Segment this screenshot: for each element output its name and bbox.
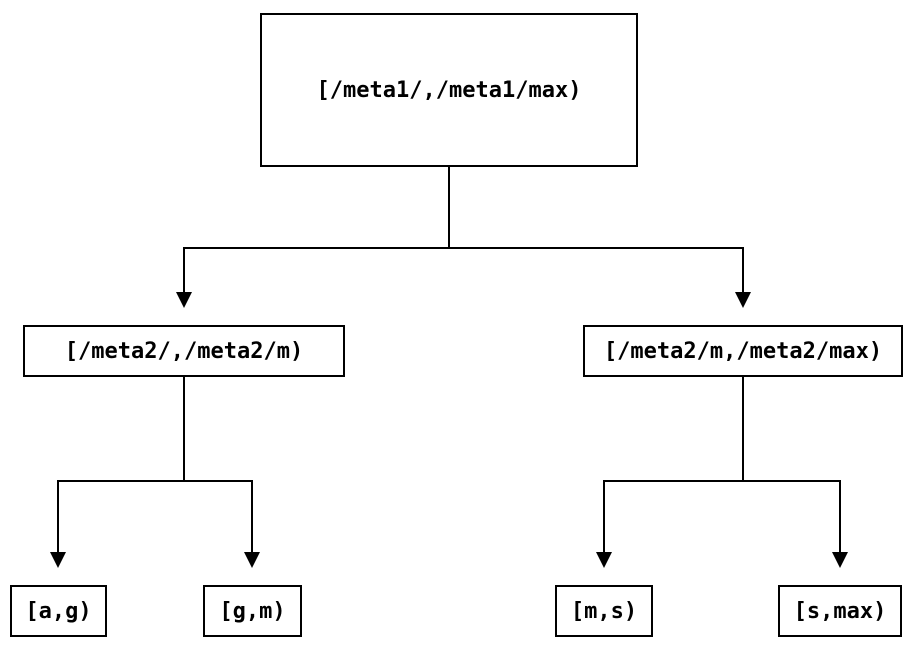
- arrowhead-icon: [596, 552, 612, 568]
- tree-node-right: [/meta2/m,/meta2/max): [583, 325, 903, 377]
- tree-node-left: [/meta2/,/meta2/m): [23, 325, 345, 377]
- arrowhead-icon: [50, 552, 66, 568]
- tree-node-right-left: [m,s): [555, 585, 653, 637]
- tree-node-left-left: [a,g): [10, 585, 107, 637]
- arrowhead-icon: [176, 292, 192, 308]
- tree-node-left-right: [g,m): [203, 585, 302, 637]
- arrowhead-icon: [735, 292, 751, 308]
- tree-node-right-right: [s,max): [778, 585, 902, 637]
- arrowhead-icon: [244, 552, 260, 568]
- arrowhead-icon: [832, 552, 848, 568]
- tree-node-root: [/meta1/,/meta1/max): [260, 13, 638, 167]
